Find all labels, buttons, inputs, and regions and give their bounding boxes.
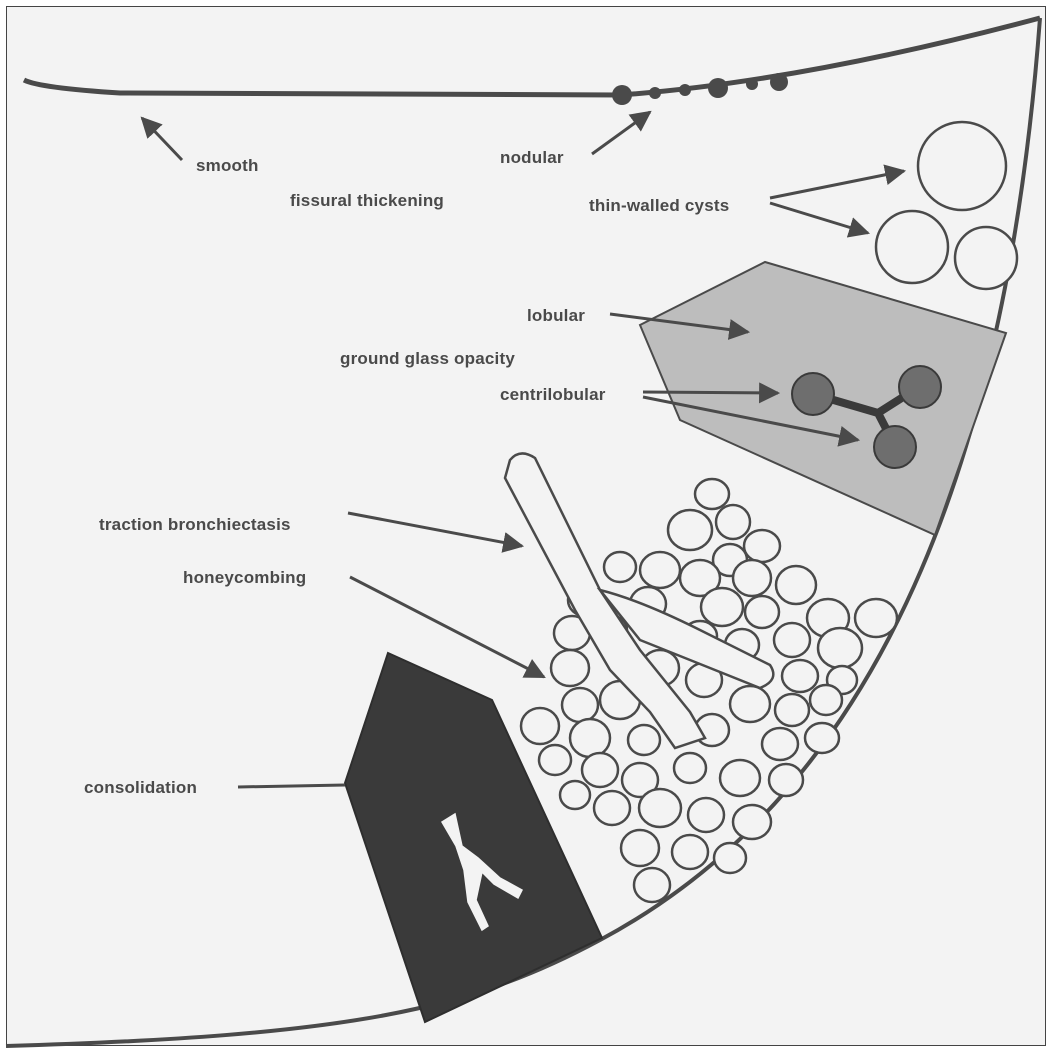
- label-thin-walled-cysts: thin-walled cysts: [589, 196, 729, 215]
- honeycomb-cyst: [562, 688, 598, 722]
- honeycomb-cyst: [775, 694, 809, 726]
- label-centrilobular: centrilobular: [500, 385, 606, 404]
- honeycomb-cyst: [674, 753, 706, 783]
- honeycomb-cyst: [560, 781, 590, 809]
- honeycomb-cyst: [730, 686, 770, 722]
- honeycomb-cyst: [551, 650, 589, 686]
- honeycomb-cyst: [733, 805, 771, 839]
- honeycomb-cyst: [762, 728, 798, 760]
- label-consolidation: consolidation: [84, 778, 197, 797]
- label-ground-glass-opacity: ground glass opacity: [340, 349, 515, 368]
- honeycomb-cyst: [744, 530, 780, 562]
- honeycomb-cyst: [769, 764, 803, 796]
- honeycomb-cyst: [782, 660, 818, 692]
- honeycomb-cyst: [570, 719, 610, 757]
- label-fissural-thickening: fissural thickening: [290, 191, 444, 210]
- honeycomb-cyst: [810, 685, 842, 715]
- label-traction-bronchiectasis: traction bronchiectasis: [99, 515, 291, 534]
- honeycomb-cyst: [774, 623, 810, 657]
- honeycomb-cyst: [604, 552, 636, 582]
- honeycomb-cyst: [640, 552, 680, 588]
- label-nodular: nodular: [500, 148, 564, 167]
- honeycomb-cyst: [720, 760, 760, 796]
- honeycomb-cyst: [701, 588, 743, 626]
- thin-walled-cysts: [876, 122, 1017, 289]
- honeycomb-cyst: [521, 708, 559, 744]
- honeycomb-cyst: [628, 725, 660, 755]
- honeycomb-cyst: [634, 868, 670, 902]
- honeycomb-cyst: [695, 479, 729, 509]
- honeycomb-cyst: [639, 789, 681, 827]
- honeycomb-cyst: [776, 566, 816, 604]
- honeycomb-cyst: [539, 745, 571, 775]
- honeycomb-cyst: [672, 835, 708, 869]
- honeycomb-cyst: [688, 798, 724, 832]
- honeycomb-cyst: [855, 599, 897, 637]
- honeycomb-cyst: [745, 596, 779, 628]
- honeycomb-cyst: [818, 628, 862, 668]
- label-smooth: smooth: [196, 156, 259, 175]
- honeycomb-cyst: [594, 791, 630, 825]
- honeycomb-cyst: [716, 505, 750, 539]
- honeycomb-cyst: [714, 843, 746, 873]
- label-lobular: lobular: [527, 306, 585, 325]
- fissure-line: [24, 18, 1040, 95]
- honeycomb-cyst: [805, 723, 839, 753]
- honeycomb-cyst: [621, 830, 659, 866]
- honeycomb-cyst: [668, 510, 712, 550]
- honeycomb-cyst: [582, 753, 618, 787]
- label-honeycombing: honeycombing: [183, 568, 306, 587]
- honeycomb-cyst: [733, 560, 771, 596]
